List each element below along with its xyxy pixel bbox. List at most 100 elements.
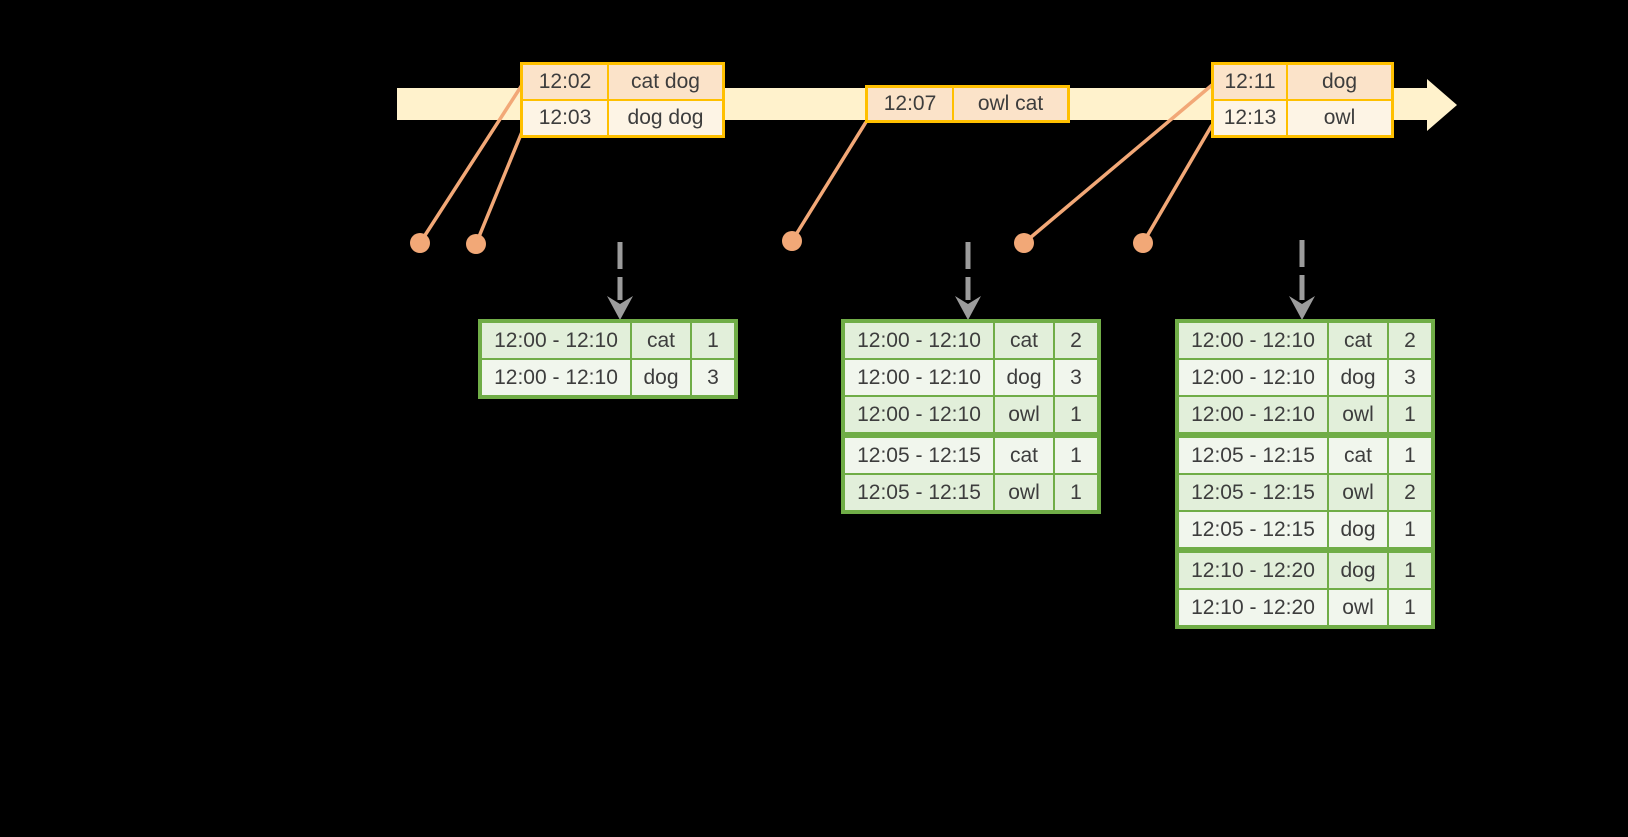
word-cell: owl (995, 397, 1053, 432)
table-row: 12:05 - 12:15 cat 1 (1179, 438, 1431, 473)
event-words-cell: dog dog (609, 101, 722, 135)
event-box: 12:11 dog 12:13 owl (1211, 62, 1394, 138)
event-time-cell: 12:11 (1214, 65, 1286, 99)
event-line (1022, 83, 1214, 245)
count-cell: 1 (692, 323, 734, 358)
word-cell: cat (1329, 323, 1387, 358)
count-cell: 2 (1389, 475, 1431, 510)
event-dot-icon (1133, 233, 1153, 253)
count-cell: 1 (1055, 438, 1097, 473)
arrow-down-icon (1289, 296, 1315, 320)
event-time-cell: 12:07 (868, 88, 952, 120)
window-cell: 12:10 - 12:20 (1179, 590, 1327, 625)
word-cell: dog (995, 360, 1053, 395)
word-cell: dog (632, 360, 690, 395)
word-cell: owl (995, 475, 1053, 510)
window-cell: 12:00 - 12:10 (482, 323, 630, 358)
table-row: 12:00 - 12:10 cat 1 (482, 323, 734, 358)
count-cell: 1 (1389, 438, 1431, 473)
event-line (474, 126, 526, 245)
count-cell: 1 (1389, 590, 1431, 625)
table-row: 12:05 - 12:15 owl 2 (1179, 475, 1431, 510)
arrow-down-icon (955, 296, 981, 320)
event-time-cell: 12:03 (523, 101, 607, 135)
count-cell: 1 (1389, 512, 1431, 547)
event-row: 12:03 dog dog (523, 101, 722, 135)
window-cell: 12:05 - 12:15 (1179, 438, 1327, 473)
count-cell: 1 (1055, 475, 1097, 510)
window-cell: 12:00 - 12:10 (1179, 397, 1327, 432)
word-cell: cat (632, 323, 690, 358)
event-line (1141, 124, 1214, 244)
result-table: 12:00 - 12:10 cat 1 12:00 - 12:10 dog 3 (478, 319, 738, 399)
word-cell: dog (1329, 360, 1387, 395)
window-cell: 12:00 - 12:10 (845, 323, 993, 358)
count-cell: 1 (1055, 397, 1097, 432)
count-cell: 2 (1389, 323, 1431, 358)
window-cell: 12:00 - 12:10 (845, 360, 993, 395)
event-dot-icon (782, 231, 802, 251)
window-cell: 12:05 - 12:15 (1179, 475, 1327, 510)
table-row: 12:00 - 12:10 owl 1 (1179, 397, 1431, 432)
event-dot-icon (466, 234, 486, 254)
event-row: 12:11 dog (1214, 65, 1391, 99)
table-row: 12:10 - 12:20 dog 1 (1179, 553, 1431, 588)
event-dot-icon (1014, 233, 1034, 253)
window-cell: 12:10 - 12:20 (1179, 553, 1327, 588)
window-cell: 12:00 - 12:10 (845, 397, 993, 432)
event-row: 12:13 owl (1214, 101, 1391, 135)
table-row: 12:00 - 12:10 dog 3 (1179, 360, 1431, 395)
count-cell: 1 (1389, 553, 1431, 588)
word-cell: dog (1329, 553, 1387, 588)
count-cell: 2 (1055, 323, 1097, 358)
table-row: 12:05 - 12:15 dog 1 (1179, 512, 1431, 547)
count-cell: 1 (1389, 397, 1431, 432)
event-box: 12:02 cat dog 12:03 dog dog (520, 62, 725, 138)
table-row: 12:00 - 12:10 cat 2 (1179, 323, 1431, 358)
event-leader-lines (418, 83, 1214, 245)
arrow-down-icon (607, 296, 633, 320)
table-row: 12:00 - 12:10 cat 2 (845, 323, 1097, 358)
table-row: 12:05 - 12:15 owl 1 (845, 475, 1097, 510)
word-cell: cat (1329, 438, 1387, 473)
word-cell: owl (1329, 590, 1387, 625)
timeline-arrowhead-icon (1427, 79, 1457, 131)
window-cell: 12:00 - 12:10 (482, 360, 630, 395)
event-words-cell: owl cat (954, 88, 1067, 120)
window-cell: 12:00 - 12:10 (1179, 323, 1327, 358)
window-cell: 12:05 - 12:15 (845, 475, 993, 510)
count-cell: 3 (1389, 360, 1431, 395)
trigger-arrow-shafts (617, 240, 1305, 300)
event-line (418, 84, 524, 244)
event-dot-icon (410, 233, 430, 253)
table-row: 12:10 - 12:20 owl 1 (1179, 590, 1431, 625)
event-words-cell: cat dog (609, 65, 722, 99)
event-row: 12:07 owl cat (868, 88, 1067, 120)
event-time-cell: 12:13 (1214, 101, 1286, 135)
table-row: 12:00 - 12:10 dog 3 (845, 360, 1097, 395)
event-words-cell: dog (1288, 65, 1391, 99)
word-cell: dog (1329, 512, 1387, 547)
event-line (790, 121, 868, 242)
word-cell: cat (995, 323, 1053, 358)
event-box: 12:07 owl cat (865, 85, 1070, 123)
window-cell: 12:00 - 12:10 (1179, 360, 1327, 395)
window-cell: 12:05 - 12:15 (845, 438, 993, 473)
trigger-arrowheads (607, 296, 1315, 320)
table-row: 12:05 - 12:15 cat 1 (845, 438, 1097, 473)
event-time-cell: 12:02 (523, 65, 607, 99)
event-row: 12:02 cat dog (523, 65, 722, 99)
count-cell: 3 (1055, 360, 1097, 395)
result-table: 12:00 - 12:10 cat 2 12:00 - 12:10 dog 3 … (841, 319, 1101, 514)
event-dots (410, 231, 1153, 254)
word-cell: cat (995, 438, 1053, 473)
table-row: 12:00 - 12:10 dog 3 (482, 360, 734, 395)
window-cell: 12:05 - 12:15 (1179, 512, 1327, 547)
result-table: 12:00 - 12:10 cat 2 12:00 - 12:10 dog 3 … (1175, 319, 1435, 629)
count-cell: 3 (692, 360, 734, 395)
word-cell: owl (1329, 397, 1387, 432)
table-row: 12:00 - 12:10 owl 1 (845, 397, 1097, 432)
event-words-cell: owl (1288, 101, 1391, 135)
